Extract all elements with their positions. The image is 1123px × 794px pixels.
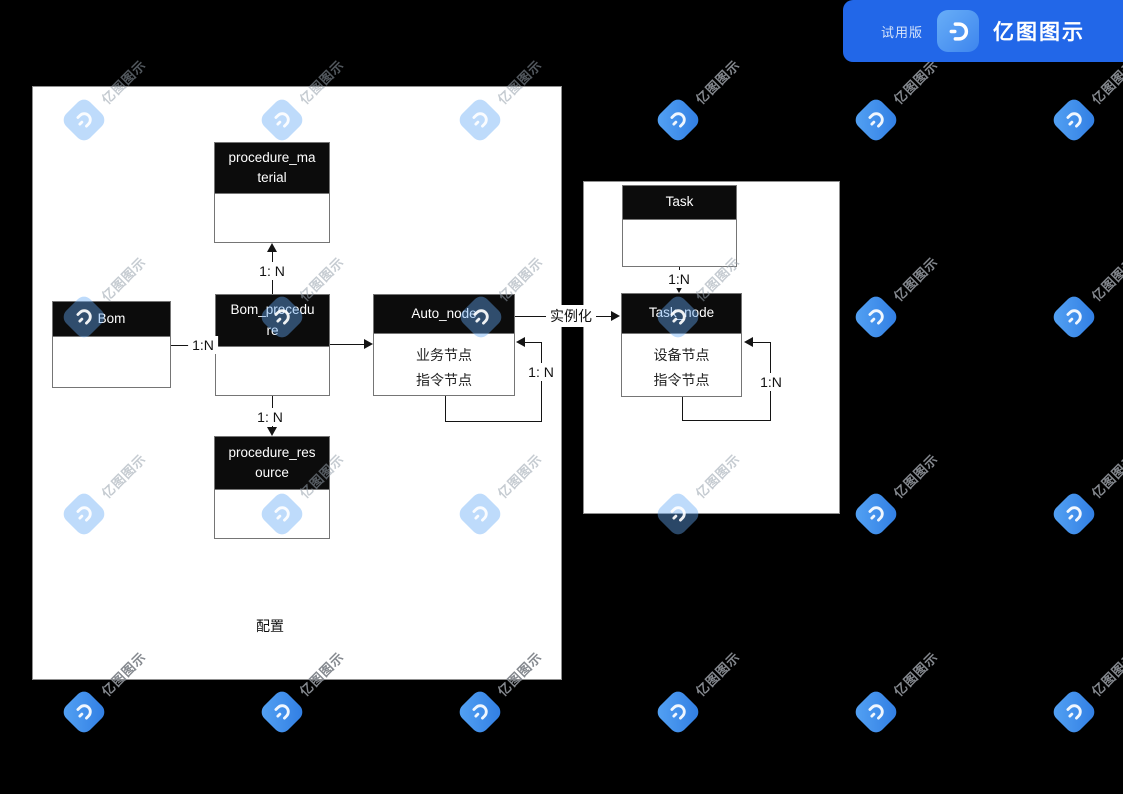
connector-line bbox=[444, 396, 446, 422]
edraw-logo-icon bbox=[851, 687, 901, 737]
edraw-logo-icon bbox=[1049, 687, 1099, 737]
connector-line bbox=[540, 342, 542, 422]
entity-title: Auto_node bbox=[374, 295, 514, 334]
relation-label-instantiate: 实例化 bbox=[546, 305, 596, 327]
relation-label: 1: N bbox=[255, 262, 289, 280]
watermark-text: 亿图图示 bbox=[890, 648, 941, 699]
edraw-d-glyph bbox=[949, 21, 968, 41]
arrowhead-down bbox=[674, 284, 684, 293]
arrowhead-down bbox=[267, 427, 277, 436]
entity-body bbox=[53, 337, 170, 346]
entity-body: 业务节点 指令节点 bbox=[416, 347, 472, 388]
entity-auto-node: Auto_node 业务节点 指令节点 bbox=[373, 294, 515, 396]
edraw-logo-icon bbox=[1049, 489, 1099, 539]
entity-bom: Bom bbox=[52, 301, 171, 388]
entity-task-node: Task_node 设备节点 指令节点 bbox=[621, 293, 742, 397]
watermark-text: 亿图图示 bbox=[692, 56, 743, 107]
config-panel-caption: 配置 bbox=[256, 618, 284, 634]
edraw-logo-icon bbox=[851, 292, 901, 342]
entity-title: procedure_res ource bbox=[215, 437, 329, 490]
entity-body: 设备节点 指令节点 bbox=[653, 347, 710, 388]
watermark-text: 亿图图示 bbox=[1088, 450, 1123, 501]
connector-line bbox=[524, 341, 541, 343]
watermark-text: 亿图图示 bbox=[1088, 56, 1123, 107]
entity-task: Task bbox=[622, 185, 737, 267]
entity-title: Bom_procedu re bbox=[216, 295, 329, 347]
edraw-logo-icon bbox=[851, 489, 901, 539]
watermark-text: 亿图图示 bbox=[890, 253, 941, 304]
edraw-logo-icon bbox=[1049, 95, 1099, 145]
entity-title: procedure_ma terial bbox=[215, 143, 329, 194]
relation-label: 1:N bbox=[188, 336, 218, 354]
entity-body bbox=[216, 347, 329, 356]
edraw-logo-icon bbox=[1049, 292, 1099, 342]
entity-bom-procedure: Bom_procedu re bbox=[215, 294, 330, 396]
arrowhead-up bbox=[267, 243, 277, 252]
edraw-logo-icon bbox=[851, 95, 901, 145]
trial-version-label: 试用版 bbox=[880, 24, 923, 40]
arrowhead-right bbox=[611, 311, 620, 321]
connector-line bbox=[681, 397, 683, 421]
brand-badge[interactable]: 试用版 亿图图示 bbox=[843, 0, 1123, 62]
relation-label: 1:N bbox=[756, 373, 786, 391]
entity-body bbox=[215, 490, 329, 499]
arrowhead-right bbox=[364, 339, 373, 349]
connector-line bbox=[444, 420, 542, 422]
watermark-text: 亿图图示 bbox=[692, 648, 743, 699]
app-name-label: 亿图图示 bbox=[993, 21, 1085, 44]
edraw-logo-icon bbox=[653, 687, 703, 737]
arrowhead-left bbox=[744, 337, 753, 347]
entity-body bbox=[623, 220, 736, 229]
edraw-logo-icon bbox=[59, 687, 109, 737]
watermark-text: 亿图图示 bbox=[890, 56, 941, 107]
relation-label: 1: N bbox=[253, 408, 287, 426]
edraw-logo-icon bbox=[937, 10, 979, 52]
relation-label: 1: N bbox=[524, 363, 558, 381]
relation-label: 1:N bbox=[664, 270, 694, 288]
edraw-logo-icon bbox=[257, 687, 307, 737]
connector-line bbox=[330, 343, 365, 345]
entity-title: Bom bbox=[53, 302, 170, 337]
entity-title: Task_node bbox=[622, 294, 741, 334]
entity-title: Task bbox=[623, 186, 736, 220]
edraw-logo-icon bbox=[455, 687, 505, 737]
edraw-logo-icon bbox=[653, 95, 703, 145]
entity-procedure-resource: procedure_res ource bbox=[214, 436, 330, 539]
watermark-text: 亿图图示 bbox=[1088, 253, 1123, 304]
arrowhead-left bbox=[516, 337, 525, 347]
connector-line bbox=[753, 341, 770, 343]
watermark-text: 亿图图示 bbox=[890, 450, 941, 501]
connector-line bbox=[681, 419, 771, 421]
watermark-text: 亿图图示 bbox=[1088, 648, 1123, 699]
entity-body bbox=[215, 194, 329, 203]
entity-procedure-material: procedure_ma terial bbox=[214, 142, 330, 243]
